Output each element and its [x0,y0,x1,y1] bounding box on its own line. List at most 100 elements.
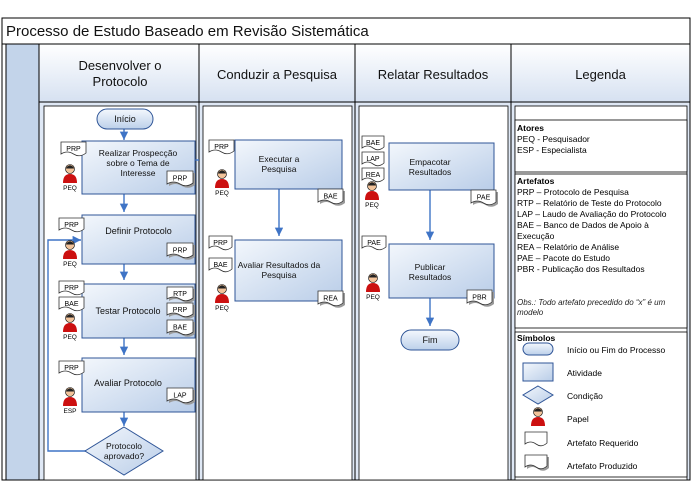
artifact-bae-label: BAE [323,194,337,201]
artifact-prp: PRP [58,360,85,376]
node-testar-label: Testar Protocolo [95,306,161,316]
role-peq-icon: PEQ [366,273,380,301]
lane-header-legenda: Legenda [575,66,626,82]
artifact-prp: PRP [60,141,87,157]
legend-artefatos-heading: Artefatos [517,176,555,186]
legend-papel-icon [531,407,545,426]
artifact-prp: PRP [58,280,85,296]
artifact-lap: LAP [166,387,195,405]
activity-prospeccao [81,140,196,195]
artifact-prp-label: PRP [173,248,188,255]
role-peq-icon: PEQ [63,240,77,268]
artifact-prp-label: PRP [213,240,228,247]
role-peq-icon-label: PEQ [215,305,229,312]
role-peq-icon-label: PEQ [366,294,380,301]
lane-1-header [38,43,200,103]
artifact-prp: PRP [166,170,195,188]
legend-required-artifact-icon [524,431,548,447]
start-oval [96,108,154,130]
legend-sym-papel-label: Papel [567,414,589,424]
artifact-bae-label: BAE [366,140,380,147]
artifact-prp-label: PRP [64,285,79,292]
role-peq-icon: PEQ [215,169,229,197]
decision-diamond [84,426,164,476]
artifact-lap-label: LAP [173,393,187,400]
artifact-bae-label: BAE [173,325,187,332]
legend-artefato-0: PRP – Protocolo de Pesquisa [517,187,629,197]
legend-artefato-3: BAE – Banco de Dados de Apoio à [517,220,649,230]
legend-simbolos-box [514,331,688,478]
legend-sym-produced-label: Artefato Produzido [567,461,638,471]
title-bar [1,17,691,45]
legend-atores-heading: Atores [517,123,544,133]
end-oval [400,329,460,351]
artifact-prp: PRP [208,235,233,251]
artifact-rtp-label: RTP [173,291,187,298]
role-peq-icon-label: PEQ [63,261,77,268]
legend-sym-required-label: Artefato Requerido [567,438,639,448]
artifact-bae: BAE [361,135,385,151]
artifact-pbr: PBR [466,289,494,307]
legend-artefato-1: RTP – Relatório de Teste do Protocolo [517,198,662,208]
legend-sym-oval-label: Início ou Fim do Processo [567,345,666,355]
artifact-prp-label: PRP [64,365,79,372]
lane-2-header [198,43,356,103]
artifact-pbr-label: PBR [472,295,486,302]
node-publicar-label: Publicar Resultados [408,262,452,282]
artifact-prp-label: PRP [64,222,79,229]
artifact-bae: BAE [317,188,345,206]
artifact-bae: BAE [166,319,195,337]
node-empacotar-label: Empacotar Resultados [408,157,452,177]
node-avaliar-label: Avaliar Protocolo [94,378,162,388]
role-peq-icon-label: PEQ [63,334,77,341]
lane-header-relatar: Relatar Resultados [377,66,489,82]
node-fim-label: Fim [422,335,438,345]
artifact-bae-label: BAE [213,262,227,269]
artifact-prp-label: PRP [214,144,229,151]
legend-obs-note: Obs.: Todo artefato precedido do “x” é u… [517,298,666,317]
artifact-rea-label: REA [323,296,338,303]
arrow-loop-definir [47,235,87,452]
legend-artefatos-box [514,173,688,329]
legend-artefato-4: Execução [517,231,555,241]
artifact-pae: PAE [361,235,387,251]
legend-atores-0: PEQ - Pesquisador [517,134,590,144]
diagram-title: Processo de Estudo Baseado em Revisão Si… [6,22,369,40]
artifact-pae-label: PAE [477,195,491,202]
legend-oval-symbol [522,342,554,356]
artifact-bae-label: BAE [64,301,78,308]
activity-executar [234,139,343,190]
legend-simbolos-heading: Símbolos [517,333,556,343]
artifact-rea-label: REA [366,172,381,179]
role-peq-icon-label: PEQ [365,202,379,209]
artifact-rea: REA [361,167,385,183]
artifact-prp-label: PRP [173,176,188,183]
node-avaliar-res-label: Avaliar Resultados da Pesquisa [237,260,321,280]
legend-produced-artifact-icon [524,454,549,471]
lane-4-header [510,43,691,103]
legend-sym-condition-label: Condição [567,391,603,401]
node-prospeccao-label: Realizar Prospecção sobre o Tema de Inte… [98,148,178,178]
artifact-rtp: RTP [166,286,195,303]
artifact-prp-label: PRP [173,307,188,314]
artifact-prp: PRP [58,217,85,233]
role-peq-icon-label: PEQ [63,185,77,192]
artifact-prp: PRP [166,302,195,319]
artifact-bae: BAE [208,257,233,273]
left-sidebar [5,43,40,481]
role-peq-icon: PEQ [63,164,77,192]
artifact-lap: LAP [361,151,385,167]
legend-artefato-7: PBR - Publicação dos Resultados [517,264,645,274]
role-peq-icon-label: PEQ [215,190,229,197]
node-inicio-label: Início [114,114,136,124]
artifact-prp: PRP [208,139,235,155]
lane-header-conduzir: Conduzir a Pesquisa [217,66,337,82]
activity-publicar [388,243,495,299]
lane-header-desenvolver: Desenvolver o Protocolo [78,58,162,89]
legend-sym-activity-label: Atividade [567,368,602,378]
legend-activity-symbol [522,362,554,382]
role-esp-icon-label: ESP [63,408,76,415]
artifact-lap-label: LAP [366,156,380,163]
